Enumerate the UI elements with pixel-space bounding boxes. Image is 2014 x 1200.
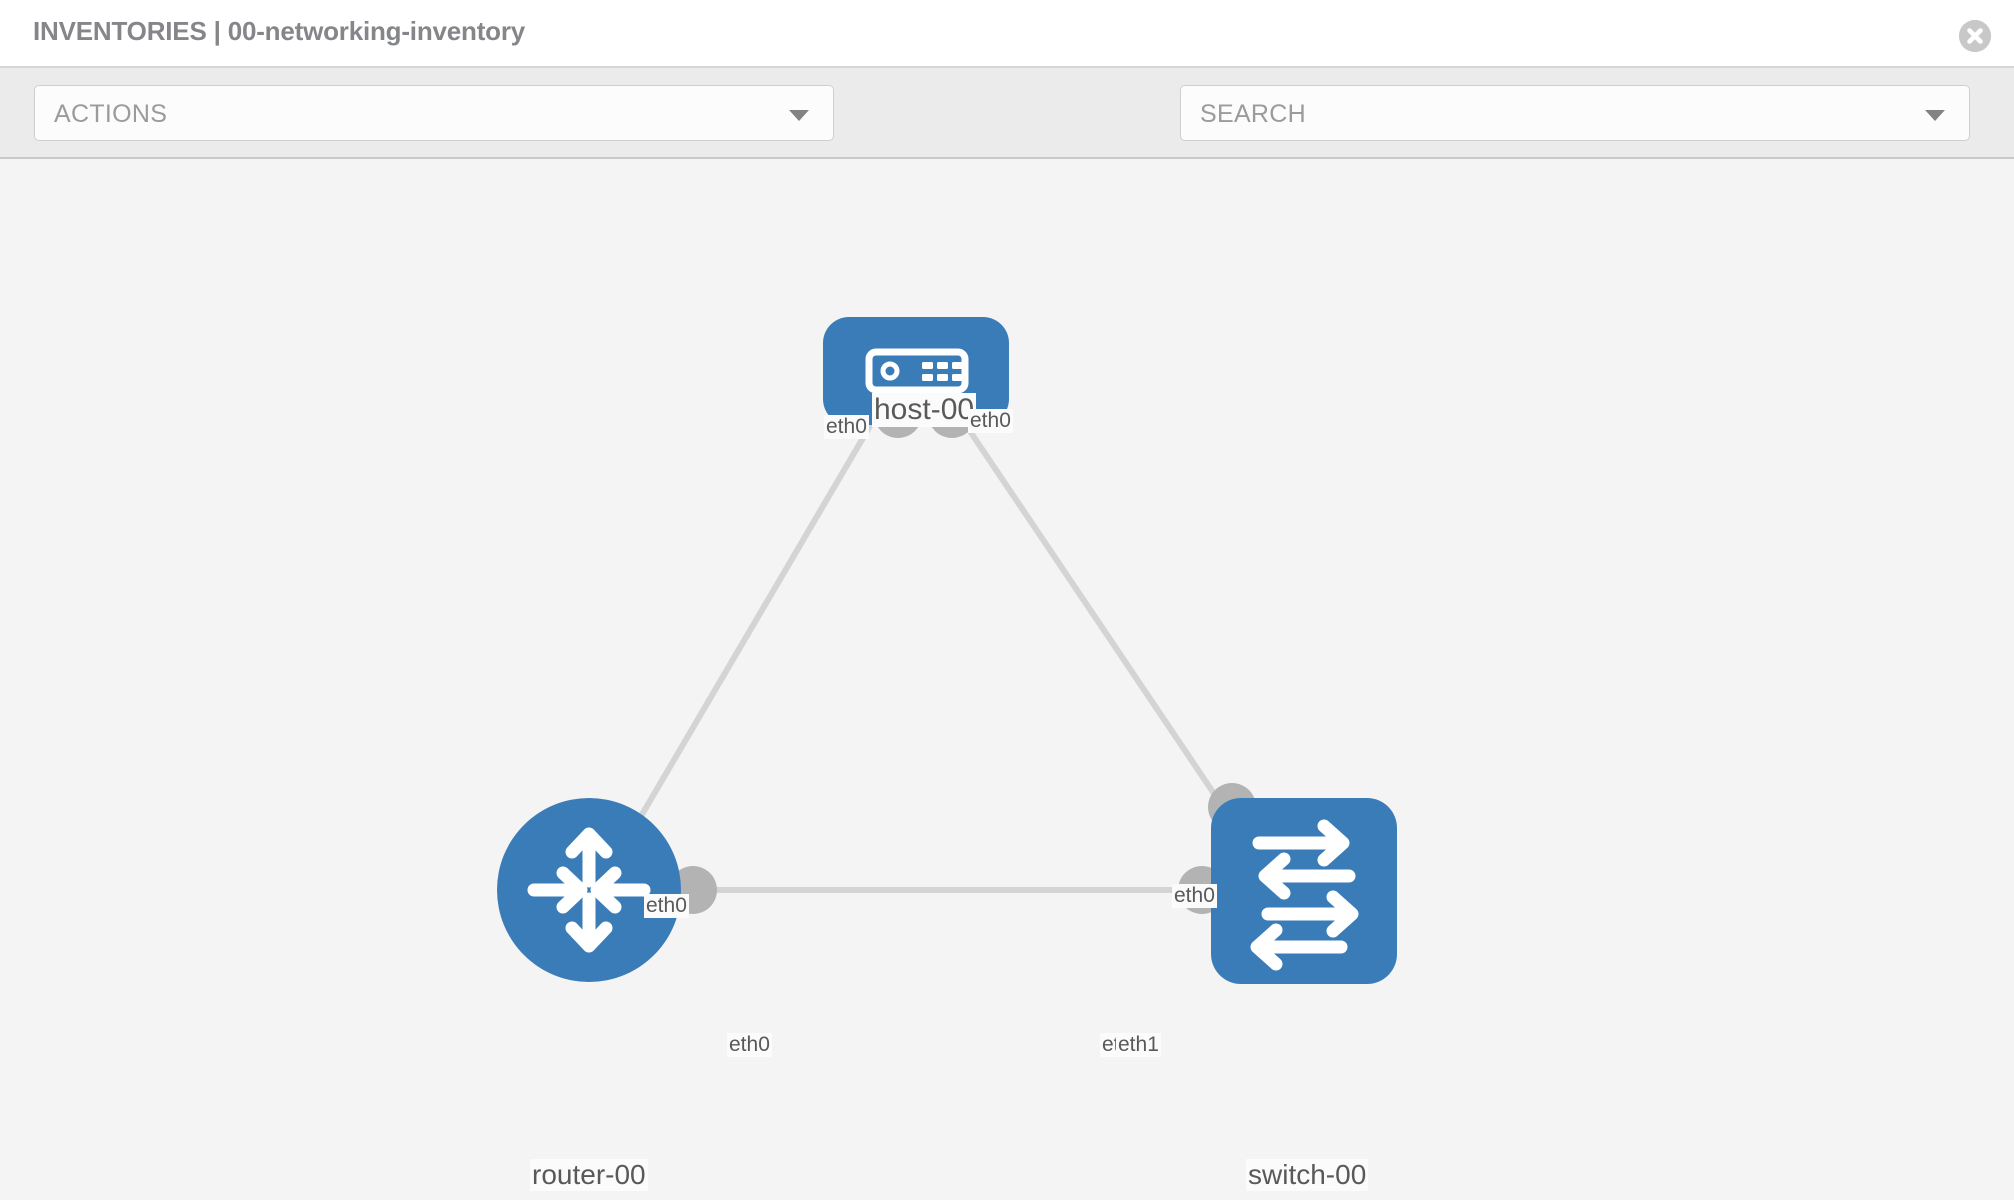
close-icon[interactable] [1959,20,1991,52]
search-input[interactable]: SEARCH [1180,85,1970,141]
router-arrows-icon [527,827,651,953]
actions-dropdown[interactable]: ACTIONS [34,85,834,141]
switch-arrows-icon [1250,819,1359,971]
edge-label-switch00-eth1: eth1 [1116,1033,1161,1057]
edge-label-switch00-uplink: eth0 [1172,884,1217,908]
chevron-down-icon [789,110,809,121]
edge-label-host00-to-router00: eth0 [824,415,869,439]
node-switch-00[interactable] [1211,798,1397,984]
chevron-down-icon[interactable] [1925,110,1945,121]
server-icon [865,348,969,394]
edge-label-router00-eth0: eth0 [727,1033,772,1057]
node-label-host-00: host-00 [872,393,977,427]
connector-group [669,390,1256,914]
edge-label-router00-uplink: eth0 [644,894,689,918]
edge-host00-switch00 [952,407,1261,861]
topology-canvas[interactable]: host-00 router-00 switch-00 eth0 eth0 et… [0,159,2014,1200]
page-header: INVENTORIES | 00-networking-inventory [0,0,2014,68]
search-placeholder: SEARCH [1200,100,1306,128]
topology-graph [497,317,1397,984]
node-router-00[interactable] [497,798,681,982]
node-label-router-00: router-00 [530,1159,648,1191]
toolbar: ACTIONS SEARCH [0,68,2014,193]
edge-group [607,407,1261,893]
edge-host00-router00 [607,407,883,871]
actions-dropdown-label: ACTIONS [54,100,168,128]
page-title: INVENTORIES | 00-networking-inventory [33,16,526,46]
node-label-switch-00: switch-00 [1246,1159,1369,1191]
edge-label-host00-to-switch00: eth0 [968,409,1013,433]
